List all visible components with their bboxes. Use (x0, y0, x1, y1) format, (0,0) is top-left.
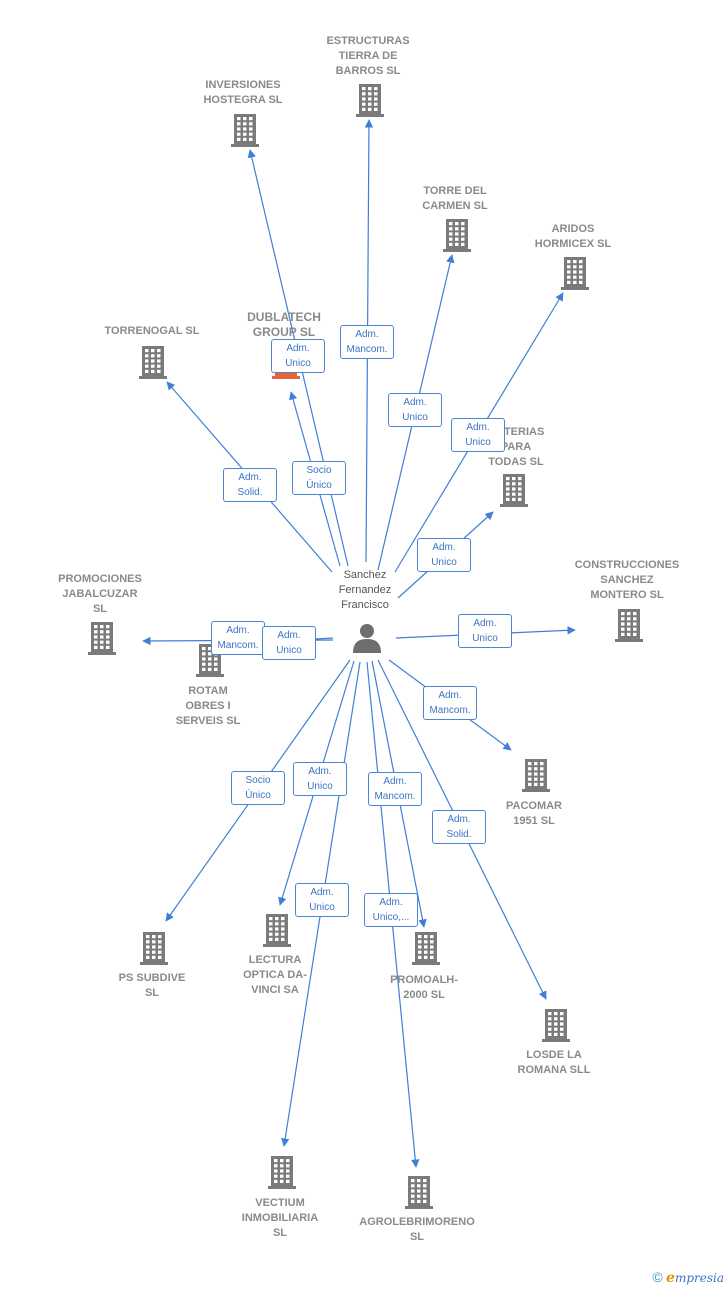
brand-name: mpresia (674, 1271, 724, 1285)
company-name-agrolebrimoreno[interactable]: AGROLEBRIMORENO SL (359, 1216, 475, 1243)
role-label-promoalh[interactable]: Adm. Mancom. (368, 772, 422, 806)
building-icon-construcciones[interactable] (613, 607, 645, 643)
footer-brand[interactable]: © empresia (652, 1269, 724, 1286)
role-label-inversiones[interactable]: Adm. Unico (271, 339, 325, 373)
company-name-torre[interactable]: TORRE DEL CARMEN SL (422, 185, 488, 212)
building-icon-pacomar[interactable] (520, 757, 552, 793)
role-label-torrenogal[interactable]: Adm. Solid. (223, 468, 277, 502)
company-name-promoalh[interactable]: PROMOALH- 2000 SL (390, 974, 458, 1001)
building-icon-vectium[interactable] (266, 1154, 298, 1190)
company-name-ps[interactable]: PS SUBDIVE SL (118, 972, 186, 999)
company-name-lectura[interactable]: LECTURA OPTICA DA- VINCI SA (243, 954, 307, 996)
role-label-construcciones[interactable]: Adm. Unico (458, 614, 512, 648)
role-label-vectium[interactable]: Adm. Unico (295, 883, 349, 917)
company-name-vectium[interactable]: VECTIUM INMOBILIARIA SL (241, 1197, 319, 1239)
building-icon-inversiones[interactable] (229, 112, 261, 148)
role-label-materias[interactable]: Adm. Unico (417, 538, 471, 572)
role-label-dublatech[interactable]: Socio Único (292, 461, 346, 495)
building-icon-lectura[interactable] (261, 912, 293, 948)
role-label-torre[interactable]: Adm. Unico (388, 393, 442, 427)
company-name-losde[interactable]: LOSDE LA ROMANA SLL (517, 1049, 591, 1076)
company-name-torrenogal[interactable]: TORRENOGAL SL (104, 325, 200, 337)
building-icon-estructuras[interactable] (354, 82, 386, 118)
role-label-agrolebrimoreno[interactable]: Adm. Unico,... (364, 893, 418, 927)
building-icon-promociones[interactable] (86, 620, 118, 656)
role-label-losde[interactable]: Adm. Solid. (432, 810, 486, 844)
brand-logo-e: e (666, 1270, 675, 1286)
company-name-rotam[interactable]: ROTAM OBRES I SERVEIS SL (175, 685, 241, 727)
company-name-pacomar[interactable]: PACOMAR 1951 SL (505, 800, 562, 827)
building-icon-torrenogal[interactable] (137, 344, 169, 380)
role-label-pacomar[interactable]: Adm. Mancom. (423, 686, 477, 720)
building-icon-torre[interactable] (441, 217, 473, 253)
building-icon-ps[interactable] (138, 930, 170, 966)
role-label-estructuras[interactable]: Adm. Mancom. (340, 325, 394, 359)
building-icon-aridos[interactable] (559, 255, 591, 291)
copyright-symbol: © (652, 1269, 663, 1285)
company-name-promociones[interactable]: PROMOCIONES JABALCUZAR SL (58, 573, 142, 615)
company-name-estructuras[interactable]: ESTRUCTURAS TIERRA DE BARROS SL (326, 35, 410, 77)
company-name-dublatech[interactable]: DUBLATECH GROUP SL (247, 310, 321, 339)
role-label-ps[interactable]: Socio Único (231, 771, 285, 805)
building-icon-materias[interactable] (498, 472, 530, 508)
role-label-promociones[interactable]: Adm. Mancom. (211, 621, 265, 655)
company-name-construcciones[interactable]: CONSTRUCCIONES SANCHEZ MONTERO SL (574, 559, 680, 601)
center-person-name[interactable]: Sanchez Fernandez Francisco (338, 569, 392, 611)
role-label-aridos[interactable]: Adm. Unico (451, 418, 505, 452)
person-icon[interactable] (350, 621, 384, 655)
building-icon-promoalh[interactable] (410, 930, 442, 966)
building-icon-losde[interactable] (540, 1007, 572, 1043)
company-name-aridos[interactable]: ARIDOS HORMICEX SL (534, 223, 612, 250)
company-name-inversiones[interactable]: INVERSIONES HOSTEGRA SL (203, 79, 283, 106)
building-icon-agrolebrimoreno[interactable] (403, 1174, 435, 1210)
role-label-rotam[interactable]: Adm. Unico (262, 626, 316, 660)
role-label-lectura[interactable]: Adm. Unico (293, 762, 347, 796)
